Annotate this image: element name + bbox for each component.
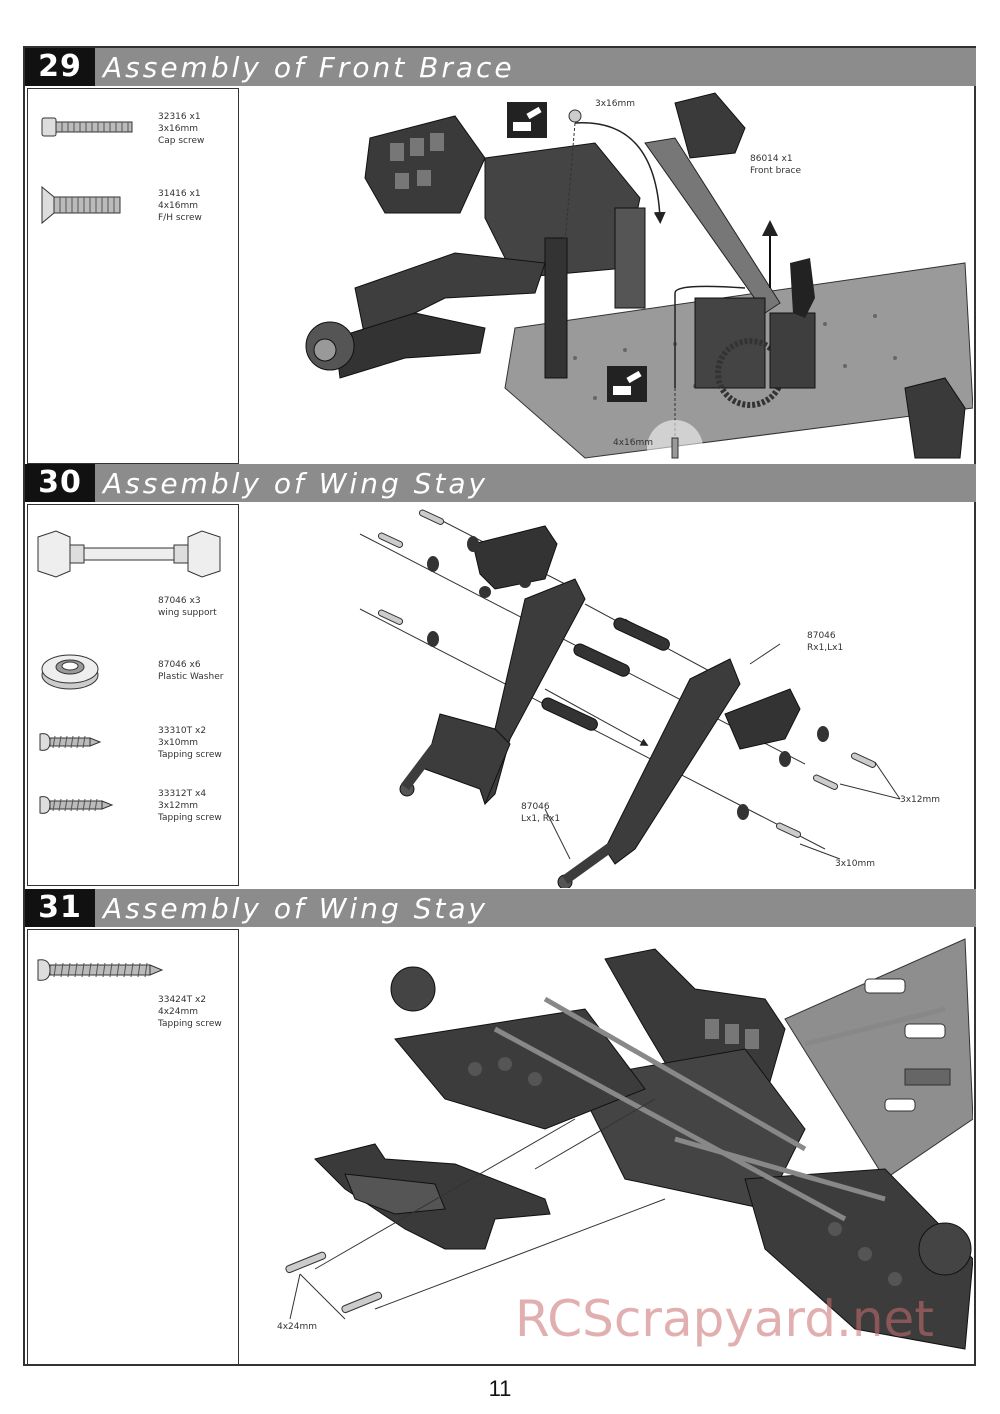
tapping-screw-icon bbox=[39, 796, 114, 814]
part-code: 87046 x6 bbox=[158, 660, 201, 670]
part-code: 32316 x1 bbox=[158, 112, 201, 122]
part-label: 33310T x2 3x10mm Tapping screw bbox=[158, 725, 222, 761]
part-code: 31416 x1 bbox=[158, 189, 201, 199]
part-name: Tapping screw bbox=[158, 1019, 222, 1029]
screw-size-callout: 4x24mm bbox=[277, 1322, 317, 1332]
plastic-washer-icon bbox=[41, 654, 99, 690]
part-label: 33312T x4 3x12mm Tapping screw bbox=[158, 788, 222, 824]
side-quantity-callout: Lx1, Rx1 bbox=[521, 814, 560, 824]
part-name: F/H screw bbox=[158, 213, 202, 223]
step-title: Assembly of Front Brace bbox=[103, 51, 515, 84]
step-29-section: 29 Assembly of Front Brace 32316 x1 3x16… bbox=[25, 48, 976, 464]
rear-wing-stay-mounting-diagram: 4x24mm bbox=[277, 938, 973, 1350]
screw-size-callout: 3x16mm bbox=[595, 99, 635, 109]
part-code: 87046 x3 bbox=[158, 596, 201, 606]
wing-support-icon bbox=[37, 530, 221, 578]
watermark: RCScrapyard.net bbox=[515, 1290, 934, 1348]
part-number-callout: 87046 bbox=[807, 631, 836, 641]
step-number: 29 bbox=[25, 48, 95, 86]
part-name: wing support bbox=[158, 608, 217, 618]
step-title: Assembly of Wing Stay bbox=[103, 892, 489, 925]
part-number-callout: 87046 bbox=[521, 802, 550, 812]
front-brace-assembly-diagram: 3x16mm 86014 x1 Front brace 4x16mm bbox=[305, 92, 973, 462]
part-name: Plastic Washer bbox=[158, 672, 224, 682]
parts-list: 32316 x1 3x16mm Cap screw 31416 x1 4x16m… bbox=[27, 88, 239, 464]
part-size: 3x12mm bbox=[158, 801, 199, 811]
tapping-screw-short-icon bbox=[39, 733, 102, 751]
screw-size-callout: 3x12mm bbox=[900, 795, 940, 805]
part-label: 32316 x1 3x16mm Cap screw bbox=[158, 111, 204, 147]
screw-size-callout: 3x10mm bbox=[835, 859, 875, 869]
part-size: 4x24mm bbox=[158, 1007, 199, 1017]
part-name: Cap screw bbox=[158, 136, 205, 146]
step-number: 31 bbox=[25, 889, 95, 927]
part-label: 33424T x2 4x24mm Tapping screw bbox=[158, 994, 222, 1030]
long-tapping-screw-icon bbox=[37, 959, 164, 981]
part-label: 87046 x3 wing support bbox=[158, 595, 217, 619]
screw-size-callout: 4x16mm bbox=[613, 438, 653, 448]
part-code: 33424T x2 bbox=[158, 995, 207, 1005]
flat-head-screw-icon bbox=[41, 185, 121, 225]
hex-key-icon bbox=[507, 102, 547, 138]
page-number: 11 bbox=[488, 1376, 512, 1401]
cap-screw-icon bbox=[41, 117, 133, 137]
part-name: Tapping screw bbox=[158, 750, 222, 760]
part-label: 31416 x1 4x16mm F/H screw bbox=[158, 188, 202, 224]
part-label: 87046 x6 Plastic Washer bbox=[158, 659, 223, 683]
step-title: Assembly of Wing Stay bbox=[103, 467, 489, 500]
side-quantity-callout: Rx1,Lx1 bbox=[807, 643, 843, 653]
parts-list: 87046 x3 wing support 87046 x6 Plastic W… bbox=[27, 504, 239, 886]
parts-list: 33424T x2 4x24mm Tapping screw bbox=[27, 929, 239, 1365]
wing-stay-exploded-diagram: 87046 Rx1,Lx1 87046 Lx1, Rx1 3x12mm 3x10… bbox=[359, 509, 940, 888]
part-size: 3x10mm bbox=[158, 738, 199, 748]
part-code: 33312T x4 bbox=[158, 789, 207, 799]
part-size: 4x16mm bbox=[158, 201, 199, 211]
step-header: 31 Assembly of Wing Stay bbox=[25, 889, 976, 927]
step-header: 30 Assembly of Wing Stay bbox=[25, 464, 976, 502]
part-number-callout: 86014 x1 bbox=[750, 154, 793, 164]
step-number: 30 bbox=[25, 464, 95, 502]
part-name: Tapping screw bbox=[158, 813, 222, 823]
part-code: 33310T x2 bbox=[158, 726, 207, 736]
part-name-callout: Front brace bbox=[750, 166, 802, 176]
part-size: 3x16mm bbox=[158, 124, 199, 134]
step-30-section: 30 Assembly of Wing Stay 87046 x3 wing s… bbox=[25, 464, 976, 888]
page-frame bbox=[23, 46, 976, 1366]
step-header: 29 Assembly of Front Brace bbox=[25, 48, 976, 86]
hex-key-icon bbox=[607, 366, 647, 402]
step-31-section: 31 Assembly of Wing Stay 33424T x2 4x24m… bbox=[25, 889, 976, 1365]
